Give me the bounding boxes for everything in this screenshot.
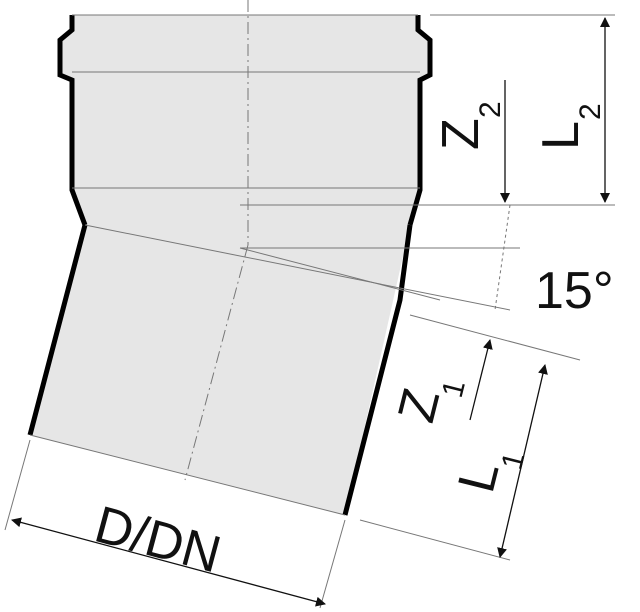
angle-label: 15° xyxy=(535,262,614,320)
l2-label: L 2 xyxy=(532,103,607,150)
spigot-body xyxy=(30,225,410,515)
socket-body xyxy=(60,15,430,225)
d-ext-line-left xyxy=(4,439,31,531)
spigot-top-line xyxy=(84,224,511,311)
z2-label: Z 2 xyxy=(432,101,507,150)
l2-text: L xyxy=(532,121,590,150)
spigot-axis xyxy=(184,244,249,481)
z2-subscript: 2 xyxy=(474,101,507,118)
angle-arc xyxy=(494,204,511,311)
z1-ext-line xyxy=(409,314,581,361)
spigot-end-edge xyxy=(29,434,346,516)
l2-subscript: 2 xyxy=(574,103,607,120)
diameter-dimension-arrow xyxy=(11,517,326,607)
d-ext-line-right xyxy=(319,519,346,609)
z1-label: Z 1 xyxy=(387,377,472,428)
z1-dimension-arrow xyxy=(469,339,493,421)
l1-label: L 1 xyxy=(447,449,531,498)
l1-dimension-arrow xyxy=(497,364,548,558)
angle-line xyxy=(239,247,441,301)
l1-ext-line xyxy=(359,519,511,561)
socket-outline xyxy=(57,15,433,226)
z2-text: Z xyxy=(432,118,490,150)
diameter-label: D/DN xyxy=(89,496,227,585)
spigot-outline xyxy=(27,224,413,516)
